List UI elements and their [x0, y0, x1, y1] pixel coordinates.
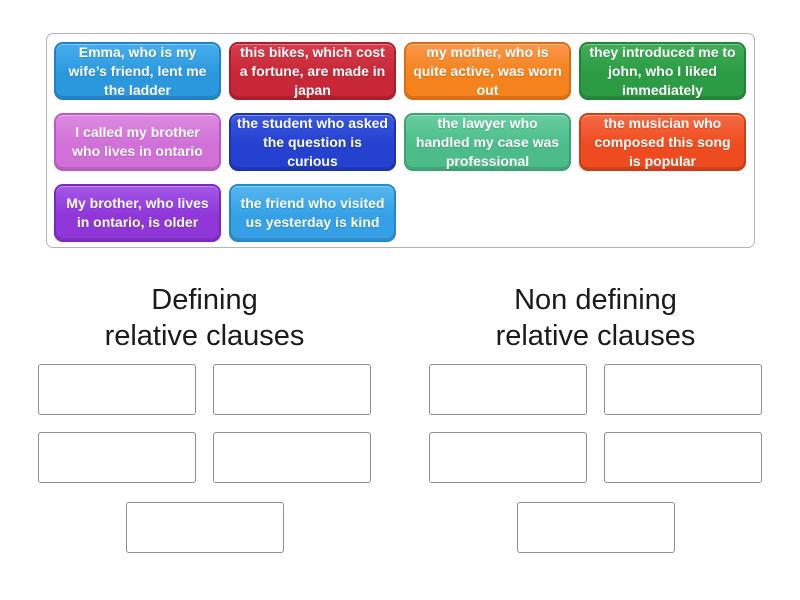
word-tile[interactable]: My brother, who lives in ontario, is old…	[54, 184, 221, 242]
drop-slot[interactable]	[429, 364, 587, 415]
word-tile[interactable]: they introduced me to john, who I liked …	[579, 42, 746, 100]
word-tile-label: Emma, who is my wife’s friend, lent me t…	[68, 43, 207, 98]
drop-slot[interactable]	[604, 432, 762, 483]
word-tile-label: the lawyer who handled my case was profe…	[415, 114, 560, 169]
word-tile[interactable]: my mother, who is quite active, was worn…	[404, 42, 571, 100]
word-tile[interactable]: the friend who visited us yesterday is k…	[229, 184, 396, 242]
word-tile-label: my mother, who is quite active, was worn…	[413, 43, 562, 98]
word-tile-label: the student who asked the question is cu…	[237, 114, 388, 169]
word-tile-label: I called my brother who lives in ontario	[72, 124, 203, 159]
word-tile-label: this bikes, which cost a fortune, are ma…	[239, 43, 386, 98]
word-tile[interactable]: this bikes, which cost a fortune, are ma…	[229, 42, 396, 100]
drop-slot[interactable]	[517, 502, 675, 553]
word-tile-tray: Emma, who is my wife’s friend, lent me t…	[46, 33, 755, 248]
drop-slot[interactable]	[38, 432, 196, 483]
slots-non-defining	[429, 282, 762, 557]
word-tile-label: the friend who visited us yesterday is k…	[240, 195, 385, 230]
word-tile[interactable]: Emma, who is my wife’s friend, lent me t…	[54, 42, 221, 100]
drop-slot[interactable]	[429, 432, 587, 483]
word-tile[interactable]: the lawyer who handled my case was profe…	[404, 113, 571, 171]
category-title-line1: Non defining	[514, 284, 677, 316]
drop-slot[interactable]	[604, 364, 762, 415]
word-tile[interactable]: the musician who composed this song is p…	[579, 113, 746, 171]
slots-defining	[38, 282, 371, 557]
category-title-defining: Defining relative clauses	[38, 282, 371, 354]
category-defining: Defining relative clauses	[38, 282, 371, 557]
word-tile-label: the musician who composed this song is p…	[594, 114, 731, 169]
word-tile[interactable]: the student who asked the question is cu…	[229, 113, 396, 171]
drop-slot[interactable]	[213, 364, 371, 415]
word-tile-label: My brother, who lives in ontario, is old…	[66, 195, 209, 230]
drop-slot[interactable]	[213, 432, 371, 483]
drop-slot[interactable]	[38, 364, 196, 415]
category-title-line1: Defining	[151, 284, 258, 316]
category-non-defining: Non defining relative clauses	[429, 282, 762, 557]
word-tile[interactable]: I called my brother who lives in ontario	[54, 113, 221, 171]
drop-slot[interactable]	[126, 502, 284, 553]
category-title-line2: relative clauses	[495, 320, 696, 352]
category-title-line2: relative clauses	[104, 320, 305, 352]
category-title-non-defining: Non defining relative clauses	[429, 282, 762, 354]
word-tile-label: they introduced me to john, who I liked …	[589, 43, 736, 98]
